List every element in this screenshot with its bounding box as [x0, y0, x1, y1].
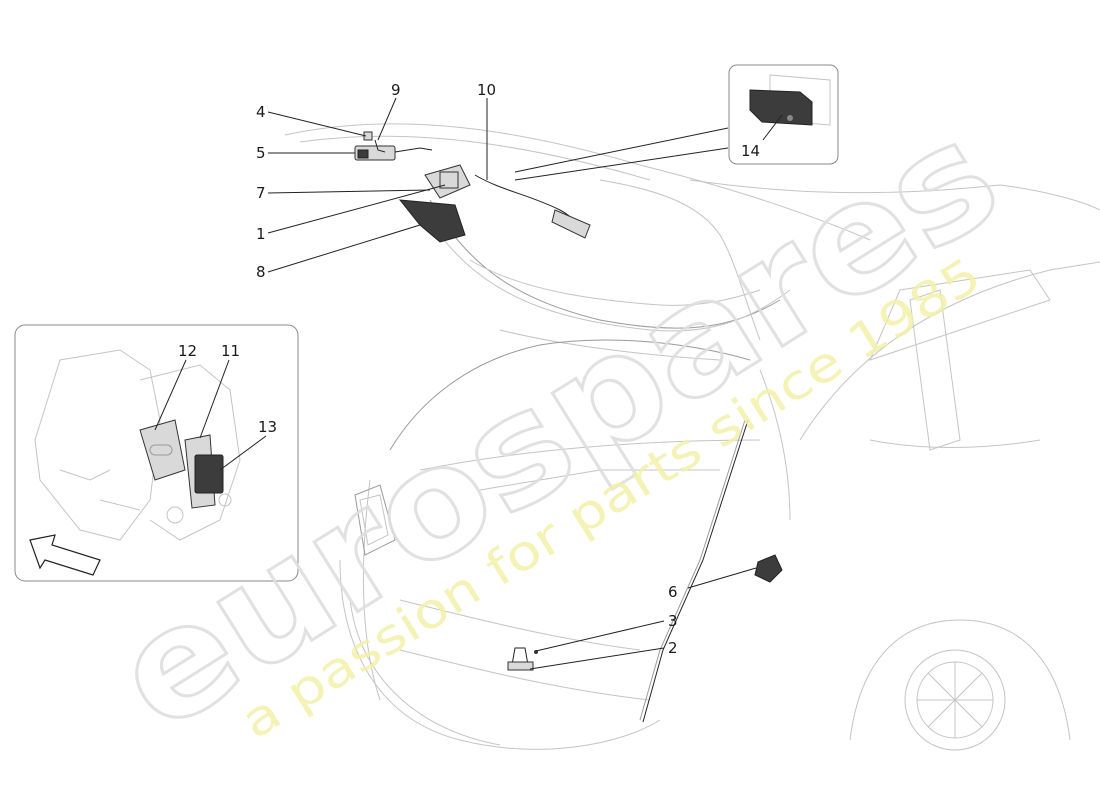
part-8-cover [398, 199, 466, 243]
callout-11: 11 [221, 342, 240, 360]
callout-12: 12 [178, 342, 197, 360]
callout-10: 10 [477, 81, 496, 99]
inset-switch-detail [728, 64, 839, 165]
callout-5: 5 [256, 144, 266, 162]
callout-labels: 4 9 10 5 7 1 8 14 12 11 13 6 3 2 [178, 81, 760, 657]
callout-6: 6 [668, 583, 678, 601]
vehicle-outline [284, 123, 1100, 751]
callout-1: 1 [256, 225, 266, 243]
callout-3: 3 [668, 612, 678, 630]
callout-2: 2 [668, 639, 678, 657]
part-10-wiring [474, 174, 591, 239]
callout-7: 7 [256, 184, 266, 202]
part-5-actuator [354, 145, 433, 161]
part-9-cable [374, 139, 386, 153]
callout-8: 8 [256, 263, 266, 281]
inset-module-detail [14, 324, 299, 582]
part-6-switch [754, 554, 783, 583]
callout-9: 9 [391, 81, 401, 99]
callout-14: 14 [741, 142, 760, 160]
leader-lines [154, 97, 783, 670]
part-7-latch [424, 164, 471, 199]
part-2-3-striker [507, 647, 538, 671]
callout-13: 13 [258, 418, 277, 436]
callout-4: 4 [256, 103, 266, 121]
direction-arrow-icon [29, 534, 101, 576]
